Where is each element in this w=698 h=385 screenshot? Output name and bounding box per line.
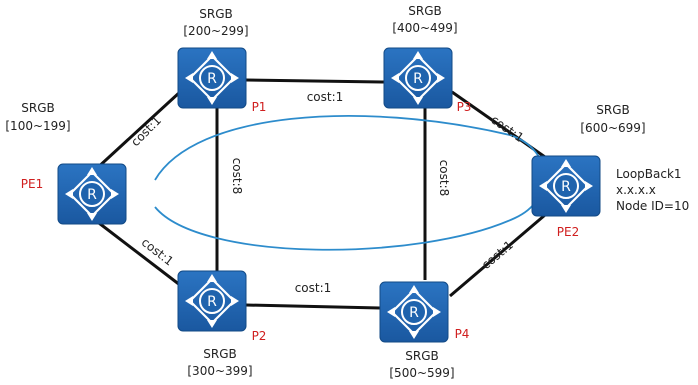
srgb-title-p1: SRGB — [199, 7, 233, 21]
cost-label-p3-pe2: cost:1 — [488, 112, 526, 144]
link-p2-p4 — [245, 303, 381, 310]
cost-label-p4-pe2: cost:1 — [479, 238, 516, 272]
router-icon-p1 — [176, 46, 248, 110]
cost-label-p1-p3: cost:1 — [307, 90, 344, 104]
node-label-pe1: PE1 — [21, 177, 43, 191]
srgb-range-pe2: [600~699] — [580, 121, 645, 135]
router-icon-pe1 — [56, 162, 128, 226]
srgb-title-pe1: SRGB — [21, 101, 55, 115]
srgb-range-p2: [300~399] — [187, 364, 252, 378]
node-label-p4: P4 — [455, 327, 470, 341]
srgb-title-p4: SRGB — [405, 349, 439, 363]
srgb-range-p4: [500~599] — [389, 366, 454, 380]
path-curve — [154, 115, 546, 251]
router-icon-p3 — [382, 46, 454, 110]
node-label-p1: P1 — [252, 100, 267, 114]
link-p4-pe2 — [449, 213, 546, 298]
router-icon-p4 — [378, 280, 450, 344]
cost-label-p1-p2: cost:8 — [230, 158, 244, 195]
srgb-range-p1: [200~299] — [183, 24, 248, 38]
node-label-p3: P3 — [457, 100, 472, 114]
srgb-title-pe2: SRGB — [596, 103, 630, 117]
srgb-range-p3: [400~499] — [392, 21, 457, 35]
pe2-loopback-label: LoopBack1 — [616, 167, 682, 181]
cost-label-p2-p4: cost:1 — [295, 281, 332, 295]
node-label-pe2: PE2 — [557, 225, 579, 239]
link-pe1-p1 — [93, 90, 182, 172]
router-icon-p2 — [176, 269, 248, 333]
router-icon-pe2 — [530, 154, 602, 218]
pe2-address-label: x.x.x.x — [616, 183, 656, 197]
srgb-title-p2: SRGB — [203, 347, 237, 361]
cost-label-p3-p4: cost:8 — [437, 160, 451, 197]
link-pe1-p2 — [94, 218, 181, 287]
srgb-title-p3: SRGB — [408, 4, 442, 18]
link-p1-p3 — [245, 78, 385, 84]
pe2-node-id-label: Node ID=10 — [616, 199, 689, 213]
cost-label-pe1-p2: cost:1 — [139, 235, 176, 269]
links — [93, 78, 546, 310]
cost-label-pe1-p1: cost:1 — [128, 113, 164, 149]
node-label-p2: P2 — [252, 329, 267, 343]
srgb-range-pe1: [100~199] — [5, 119, 70, 133]
